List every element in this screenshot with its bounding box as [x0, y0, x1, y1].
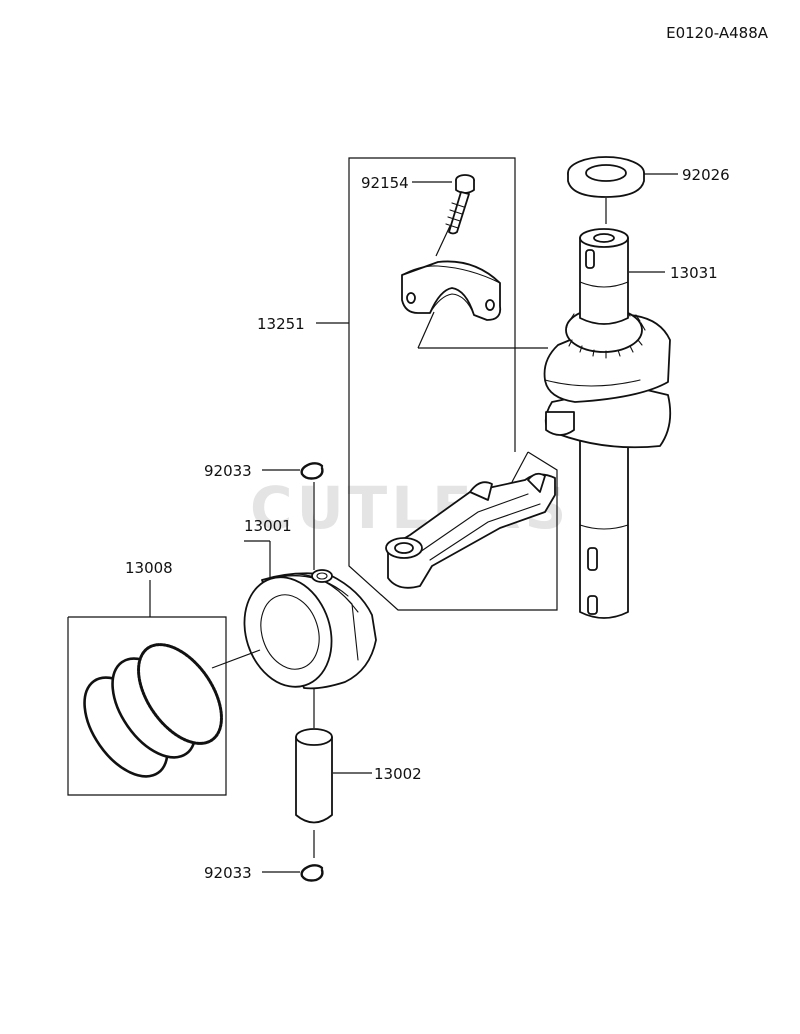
- bolt-part[interactable]: [412, 174, 475, 257]
- diagram-code: E0120-A488A: [666, 24, 769, 42]
- label-13002: 13002: [374, 765, 422, 783]
- label-13031: 13031: [670, 264, 718, 282]
- label-92033-lower: 92033: [204, 864, 252, 882]
- label-13008: 13008: [125, 559, 173, 577]
- rod-cap-part[interactable]: [401, 260, 548, 349]
- label-92033-upper: 92033: [204, 462, 252, 480]
- label-13251: 13251: [257, 315, 305, 333]
- piston-part[interactable]: [211, 540, 377, 728]
- label-92026: 92026: [682, 166, 730, 184]
- piston-rings-part[interactable]: [67, 580, 239, 796]
- thrust-washer-part[interactable]: [567, 156, 678, 224]
- circlip-lower-part[interactable]: [262, 864, 324, 882]
- circlip-upper-part[interactable]: [262, 462, 324, 570]
- crankshaft-part[interactable]: [543, 228, 672, 619]
- connecting-rod-part[interactable]: [385, 451, 556, 589]
- label-13001: 13001: [244, 517, 292, 535]
- piston-pin-part[interactable]: [295, 728, 372, 858]
- group-bracket-13251: [316, 157, 558, 611]
- label-92154: 92154: [361, 174, 409, 192]
